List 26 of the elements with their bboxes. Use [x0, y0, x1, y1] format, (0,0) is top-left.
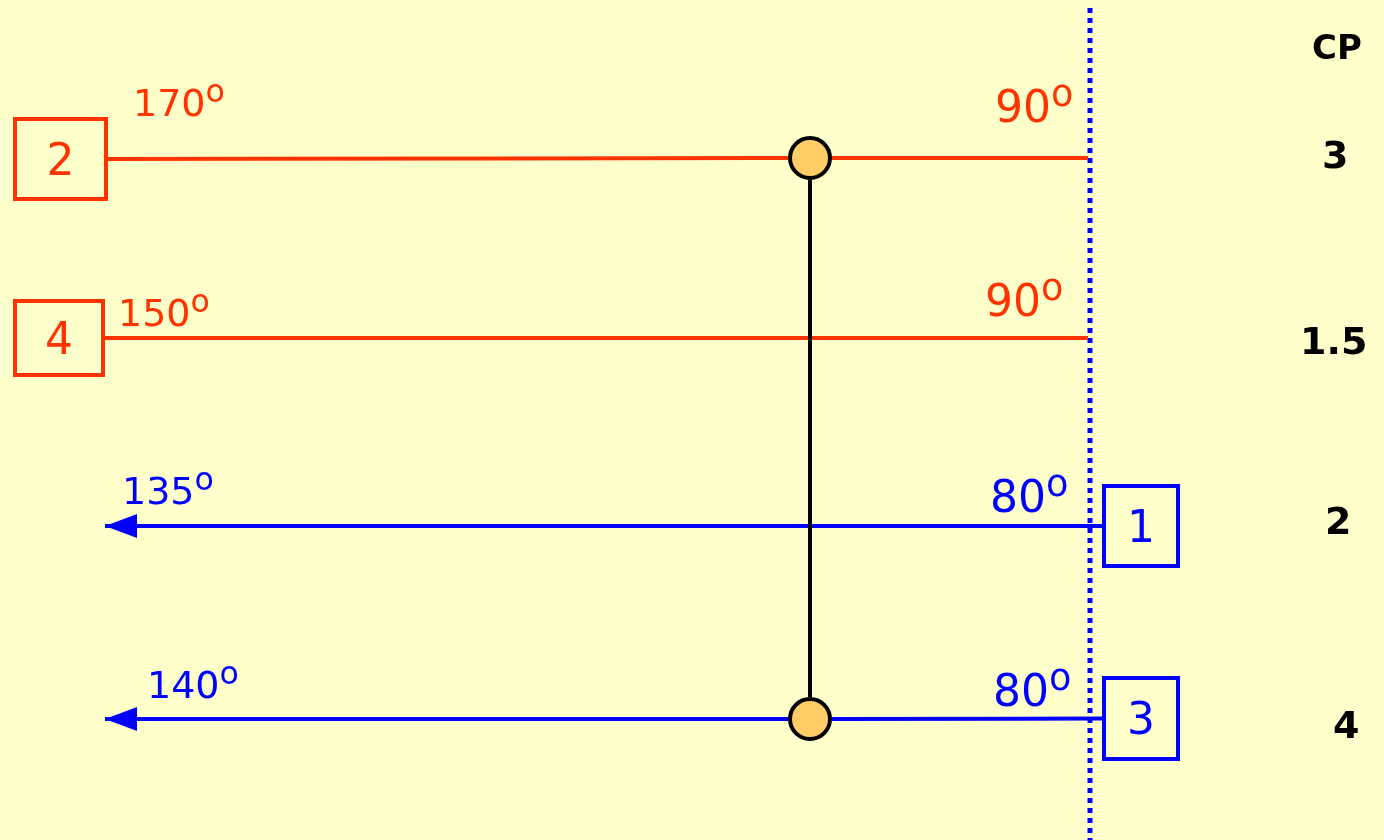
angle-label: 80$^{o}$: [990, 466, 1069, 519]
number-box: 4: [13, 299, 105, 377]
value-label: 3: [1322, 136, 1349, 174]
angle-label: 170$^{o}$: [133, 76, 225, 122]
column-heading: CP: [1312, 30, 1362, 64]
joint-circle: [788, 697, 832, 741]
value-label: 1.5: [1300, 322, 1368, 360]
value-label: 4: [1333, 706, 1360, 744]
connector-line: [105, 336, 1088, 340]
angle-label: 135$^{o}$: [122, 464, 214, 510]
number-box: 2: [13, 117, 108, 201]
joint-circle: [788, 136, 832, 180]
connector-line: [832, 156, 1088, 160]
arrow: [105, 707, 788, 731]
connector-line: [808, 180, 812, 697]
number-box: 1: [1102, 484, 1180, 568]
number-box: 3: [1102, 676, 1180, 761]
arrow: [105, 514, 1102, 538]
angle-label: 90$^{o}$: [995, 76, 1074, 129]
angle-label: 150$^{o}$: [118, 286, 210, 332]
value-label: 2: [1325, 502, 1352, 540]
connector-line: [108, 156, 788, 161]
connector-line: [832, 716, 1102, 721]
angle-label: 90$^{o}$: [985, 270, 1064, 323]
angle-label: 80$^{o}$: [993, 660, 1072, 713]
angle-label: 140$^{o}$: [147, 658, 239, 704]
